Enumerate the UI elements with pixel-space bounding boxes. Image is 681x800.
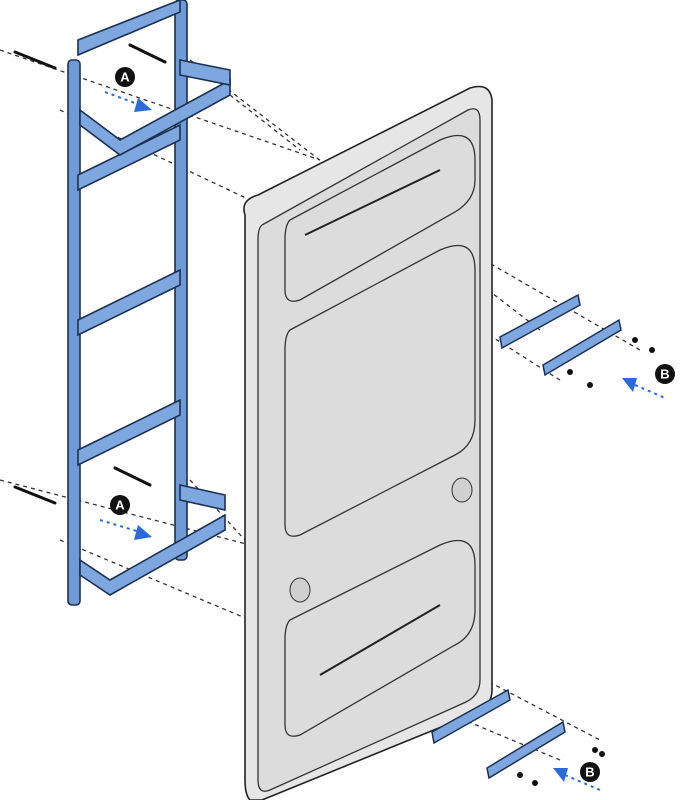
ladder-frame (67, 0, 231, 606)
screw (13, 485, 57, 505)
arrow-right-icon (134, 98, 152, 112)
callout-b-bottom: B (580, 762, 600, 782)
mounting-bars (431, 293, 622, 780)
screw (13, 50, 57, 70)
nuts (517, 337, 655, 786)
callout-a-top: A (115, 67, 135, 87)
bottom-bracket (79, 513, 226, 596)
arrow-left-icon (622, 378, 637, 392)
callout-label: B (585, 765, 594, 780)
callout-a-bottom: A (110, 495, 130, 515)
callout-label: B (660, 367, 669, 382)
top-rung (77, 0, 181, 57)
callout-label: A (120, 70, 130, 85)
arrow-left-icon (553, 768, 568, 782)
screw (128, 43, 167, 64)
back-panel (243, 85, 493, 800)
arrow-right-icon (134, 525, 152, 540)
screws (13, 43, 167, 505)
screw (113, 466, 152, 487)
top-bracket (79, 78, 231, 156)
insert-arrows (99, 91, 666, 791)
callout-b-top: B (655, 364, 675, 384)
callout-label: A (115, 498, 125, 513)
